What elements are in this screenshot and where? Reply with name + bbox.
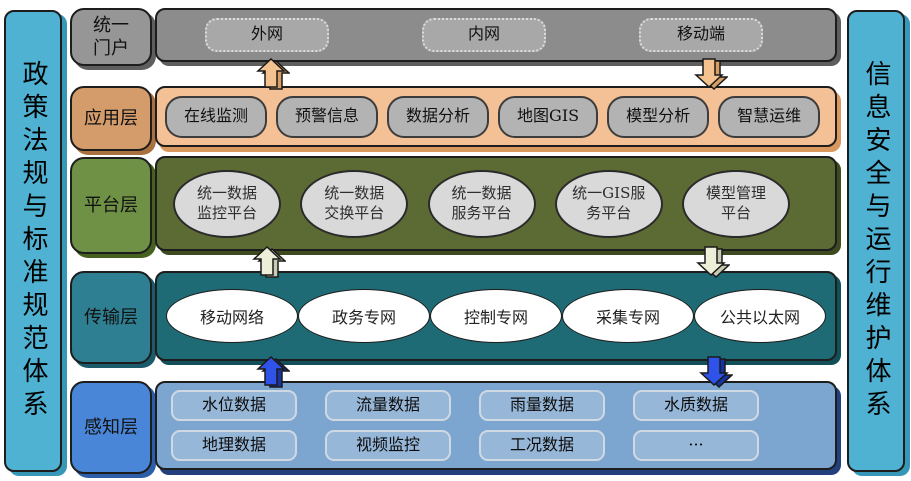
flow-up-arrow-icon	[256, 356, 290, 388]
policy-standards-panel: 政策法规与标准规范体系	[4, 10, 62, 472]
perception-row-1: 水位数据 流量数据 雨量数据 水质数据	[171, 390, 759, 421]
app-item-online-monitoring: 在线监测	[165, 95, 268, 138]
platform-item-data-monitoring: 统一数据 监控平台	[173, 169, 281, 238]
platform-item-line2: 平台	[720, 203, 751, 222]
app-item-warning-info: 预警信息	[276, 95, 379, 138]
network-item-control: 控制专网	[430, 289, 562, 343]
layer-label-platform: 平台层	[70, 157, 152, 254]
sense-item-water-level: 水位数据	[171, 390, 297, 421]
network-item-public-ethernet: 公共以太网	[694, 289, 826, 343]
sense-item-geography: 地理数据	[171, 430, 297, 461]
transmission-layer-bar: 移动网络 政务专网 控制专网 采集专网 公共以太网	[155, 271, 837, 361]
layer-label-perception: 感知层	[70, 381, 152, 474]
security-maintenance-label: 信息安全与运行维护体系	[861, 59, 891, 423]
portal-item-mobile: 移动端	[639, 18, 763, 52]
layer-label-transmission: 传输层	[70, 271, 152, 364]
platform-item-gis-service: 统一GIS服 务平台	[554, 169, 663, 238]
portal-layer-bar: 外网 内网 移动端	[155, 8, 837, 62]
network-item-government: 政务专网	[298, 289, 430, 343]
platform-item-line2: 交换平台	[324, 203, 385, 222]
sense-item-flow: 流量数据	[325, 390, 451, 421]
perception-row-2: 地理数据 视频监控 工况数据 ···	[171, 430, 759, 461]
app-item-smart-ops: 智慧运维	[718, 95, 821, 138]
flow-down-arrow-icon	[694, 58, 728, 90]
platform-item-line1: 统一数据	[324, 184, 385, 202]
layer-label-portal: 统一 门户	[70, 8, 152, 66]
sense-item-water-quality: 水质数据	[633, 390, 759, 421]
policy-standards-label: 政策法规与标准规范体系	[18, 59, 48, 423]
flow-up-arrow-icon	[252, 246, 286, 278]
platform-item-line2: 务平台	[586, 203, 632, 222]
platform-item-line1: 统一GIS服	[572, 184, 646, 202]
sense-item-video: 视频监控	[325, 430, 451, 461]
portal-label-line2: 门户	[93, 38, 129, 59]
platform-item-data-service: 统一数据 服务平台	[427, 169, 536, 238]
sense-item-rainfall: 雨量数据	[479, 390, 605, 421]
platform-layer-bar: 统一数据 监控平台 统一数据 交换平台 统一数据 服务平台 统一GIS服 务平台…	[155, 156, 837, 251]
flow-down-arrow-icon	[699, 356, 733, 388]
platform-item-data-exchange: 统一数据 交换平台	[300, 169, 409, 238]
flow-down-arrow-icon	[696, 246, 730, 278]
sense-item-more: ···	[633, 430, 759, 461]
portal-item-intranet: 内网	[422, 18, 546, 52]
flow-up-arrow-icon	[256, 58, 290, 90]
layer-label-application: 应用层	[70, 86, 152, 151]
platform-item-model-management: 模型管理 平台	[682, 169, 790, 238]
platform-item-line2: 监控平台	[196, 203, 257, 222]
sense-item-working-condition: 工况数据	[479, 430, 605, 461]
platform-item-line2: 服务平台	[451, 203, 512, 222]
app-item-map-gis: 地图GIS	[498, 95, 599, 138]
app-item-model-analysis: 模型分析	[607, 95, 710, 138]
network-item-collection: 采集专网	[562, 289, 694, 343]
platform-item-line1: 统一数据	[451, 184, 512, 202]
app-item-data-analysis: 数据分析	[387, 95, 490, 138]
security-maintenance-panel: 信息安全与运行维护体系	[847, 10, 905, 472]
network-item-mobile: 移动网络	[166, 289, 298, 343]
platform-item-line1: 统一数据	[196, 184, 257, 202]
perception-layer-bar: 水位数据 流量数据 雨量数据 水质数据 地理数据 视频监控 工况数据 ···	[155, 381, 837, 470]
platform-item-line1: 模型管理	[705, 184, 766, 202]
application-layer-bar: 在线监测 预警信息 数据分析 地图GIS 模型分析 智慧运维	[155, 86, 837, 147]
portal-item-extranet: 外网	[205, 18, 329, 52]
portal-label-line1: 统一	[93, 14, 129, 36]
